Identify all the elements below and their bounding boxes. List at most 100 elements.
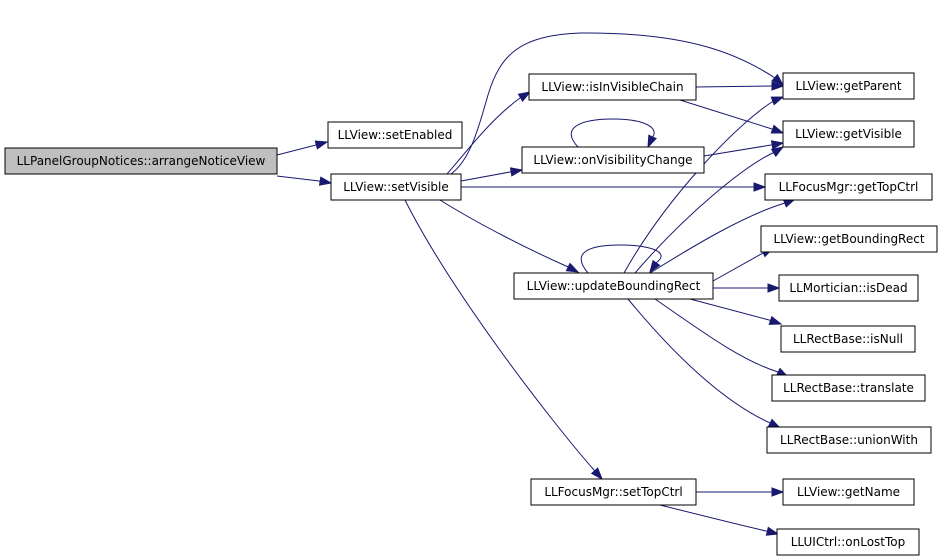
node-label: LLView::getBoundingRect xyxy=(773,232,924,246)
node-box[interactable] xyxy=(513,272,714,300)
arrowhead-icon xyxy=(770,146,785,158)
node-box[interactable] xyxy=(528,73,697,101)
edge-line xyxy=(703,144,772,157)
edge-setVisible-to-isInVisibleChain xyxy=(446,91,532,175)
node-getBoundingRect[interactable]: LLView::getBoundingRect xyxy=(760,225,938,253)
node-box[interactable] xyxy=(771,374,926,402)
node-label: LLFocusMgr::getTopCtrl xyxy=(779,180,919,194)
node-box[interactable] xyxy=(327,121,463,149)
node-onVisibilityChange[interactable]: LLView::onVisibilityChange xyxy=(521,146,705,174)
node-unionWith[interactable]: LLRectBase::unionWith xyxy=(766,426,932,454)
edge-updateBoundingRect-to-getBoundingRect xyxy=(712,247,775,282)
edge-setTopCtrl-to-getName xyxy=(696,487,785,497)
arrowhead-icon xyxy=(770,124,785,134)
node-box[interactable] xyxy=(330,173,462,201)
node-box[interactable] xyxy=(764,173,933,201)
edge-line xyxy=(570,118,655,148)
node-setTopCtrl[interactable]: LLFocusMgr::setTopCtrl xyxy=(530,478,697,506)
arrowhead-icon xyxy=(765,526,780,536)
arrowhead-icon xyxy=(314,140,329,150)
arrowhead-icon xyxy=(565,262,580,273)
edge-line xyxy=(689,298,770,321)
node-label: LLRectBase::unionWith xyxy=(780,433,918,447)
edge-line xyxy=(634,151,776,274)
node-getName[interactable]: LLView::getName xyxy=(782,478,915,506)
arrowhead-icon xyxy=(770,140,785,150)
node-box[interactable] xyxy=(521,146,705,174)
edge-setVisible-to-onVisibilityChange xyxy=(460,167,524,182)
edge-onVisibilityChange-to-onVisibilityChange xyxy=(570,118,657,149)
node-box[interactable] xyxy=(766,426,932,454)
edge-line xyxy=(649,202,786,274)
edge-setVisible-to-getTopCtrl xyxy=(461,182,767,192)
node-getParent[interactable]: LLView::getParent xyxy=(782,72,915,100)
node-label: LLView::getName xyxy=(797,485,900,499)
node-isInVisibleChain[interactable]: LLView::isInVisibleChain xyxy=(528,73,697,101)
edge-setVisible-to-setTopCtrl xyxy=(404,199,603,481)
node-setVisible[interactable]: LLView::setVisible xyxy=(330,173,462,201)
node-box[interactable] xyxy=(782,72,915,100)
node-label: LLView::setEnabled xyxy=(338,128,453,142)
node-box[interactable] xyxy=(778,274,919,302)
node-box[interactable] xyxy=(760,225,938,253)
node-updateBoundingRect[interactable]: LLView::updateBoundingRect xyxy=(513,272,714,300)
node-label: LLRectBase::translate xyxy=(783,381,914,395)
arrowhead-icon xyxy=(771,81,785,91)
edge-line xyxy=(659,504,767,532)
node-box[interactable] xyxy=(782,478,915,506)
node-translate[interactable]: LLRectBase::translate xyxy=(771,374,926,402)
node-getVisible[interactable]: LLView::getVisible xyxy=(782,120,915,148)
node-label: LLView::onVisibilityChange xyxy=(533,153,692,167)
arrowhead-icon xyxy=(771,73,785,86)
edge-isInVisibleChain-to-getVisible xyxy=(679,99,785,134)
call-edges xyxy=(276,32,797,536)
arrowhead-icon xyxy=(590,467,603,481)
edge-setVisible-to-getParent xyxy=(450,32,785,175)
node-label: LLView::isInVisibleChain xyxy=(541,80,683,94)
node-label: LLView::setVisible xyxy=(343,180,449,194)
arrowhead-icon xyxy=(509,167,524,177)
node-label: LLFocusMgr::setTopCtrl xyxy=(544,485,682,499)
arrowhead-icon xyxy=(767,283,781,293)
edge-line xyxy=(439,199,567,267)
node-setEnabled[interactable]: LLView::setEnabled xyxy=(327,121,463,149)
node-label: LLView::getVisible xyxy=(795,127,902,141)
node-root[interactable]: LLPanelGroupNotices::arrangeNoticeView xyxy=(4,147,278,175)
arrowhead-icon xyxy=(649,259,661,274)
edge-onVisibilityChange-to-getVisible xyxy=(703,140,785,157)
edge-updateBoundingRect-to-translate xyxy=(654,298,790,378)
edge-line xyxy=(460,171,511,182)
call-nodes: LLPanelGroupNotices::arrangeNoticeViewLL… xyxy=(4,72,938,556)
arrowhead-icon xyxy=(517,91,532,102)
edge-updateBoundingRect-to-getVisible xyxy=(634,146,785,274)
edge-setVisible-to-updateBoundingRect xyxy=(439,199,580,273)
edge-line xyxy=(450,32,776,175)
node-box[interactable] xyxy=(782,120,915,148)
arrowhead-icon xyxy=(770,96,785,106)
arrowhead-icon xyxy=(318,176,333,186)
edge-line xyxy=(446,97,521,175)
node-label: LLRectBase::isNull xyxy=(793,332,903,346)
arrowhead-icon xyxy=(771,487,785,497)
node-label: LLView::getParent xyxy=(795,79,901,93)
edge-isInVisibleChain-to-getParent xyxy=(695,81,785,91)
node-isNull[interactable]: LLRectBase::isNull xyxy=(780,325,916,353)
node-onLostTop[interactable]: LLUICtrl::onLostTop xyxy=(776,528,920,556)
edge-line xyxy=(404,199,595,471)
node-getTopCtrl[interactable]: LLFocusMgr::getTopCtrl xyxy=(764,173,933,201)
node-box[interactable] xyxy=(780,325,916,353)
edge-setTopCtrl-to-onLostTop xyxy=(659,504,780,536)
node-box[interactable] xyxy=(776,528,920,556)
node-label: LLMortician::isDead xyxy=(789,281,907,295)
edge-updateBoundingRect-to-updateBoundingRect xyxy=(580,244,662,274)
edge-root-to-setEnabled xyxy=(276,140,329,156)
edge-line xyxy=(276,175,320,182)
edge-line xyxy=(627,298,771,424)
edge-line xyxy=(276,144,317,156)
node-isDead[interactable]: LLMortician::isDead xyxy=(778,274,919,302)
node-box[interactable] xyxy=(4,147,278,175)
edge-line xyxy=(712,252,764,282)
edge-root-to-setVisible xyxy=(276,175,333,186)
node-box[interactable] xyxy=(530,478,697,506)
node-label: LLPanelGroupNotices::arrangeNoticeView xyxy=(17,154,266,168)
